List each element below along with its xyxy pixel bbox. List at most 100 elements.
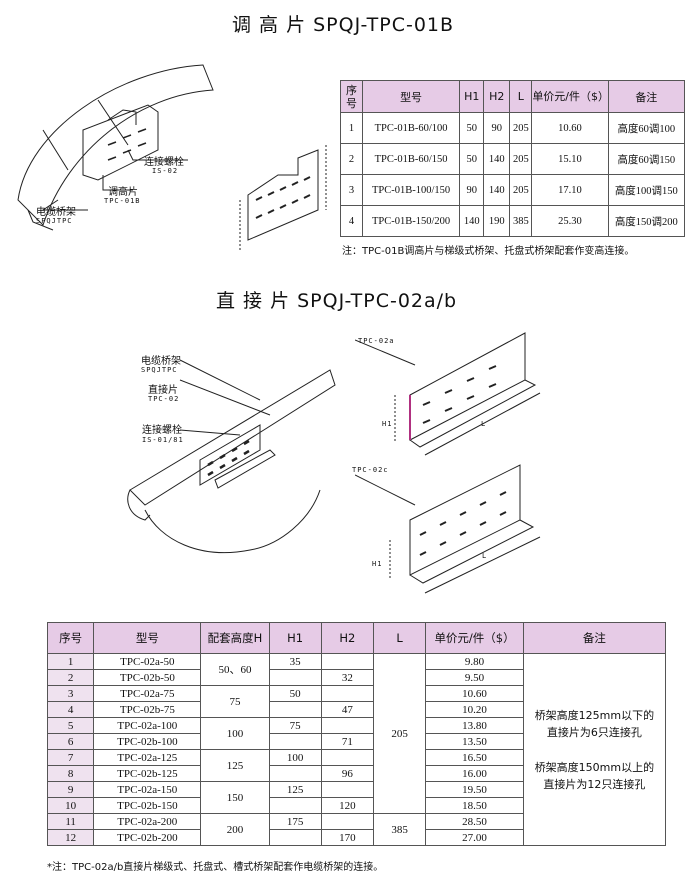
cell-no: 5 [46,717,95,734]
l-dim-label-2: L [482,552,488,560]
col-l: L [509,80,533,113]
cell-no: 1 [46,653,95,670]
cell-height: 75 [200,685,270,718]
cell-height: 100 [200,717,270,750]
h1-dim-label: H1 [382,420,393,428]
cell-height: 125 [200,749,270,782]
cell-h1: 50 [459,143,485,175]
col-h1: H1 [268,622,322,654]
section1-title: 调 高 片 SPQJ-TPC-01B [232,14,455,36]
cell-l: 385 [509,205,533,237]
cell-price: 18.50 [425,797,524,814]
cell-no: 7 [46,749,95,766]
table-row: 12 TPC-02b-200 170 27.00 [46,829,666,846]
tray-label-2: 电缆桥架 [141,356,181,367]
cell-remark: 高度150调200 [607,205,686,237]
col-l: L [373,622,427,654]
col-price: 单价元/件（$） [425,622,524,654]
tpc01b-assembly-drawing [17,64,327,250]
cell-h2: 96 [320,765,375,782]
cell-h2 [320,685,375,702]
cell-l: 385 [373,813,427,846]
table-row: 8 TPC-02b-125 96 16.00 [46,765,666,782]
section1-note: 注：TPC-01B调高片与梯级式桥架、托盘式桥架配套作变高连接。 [342,246,635,257]
cell-price: 16.50 [425,749,524,766]
piece-label: 调高片 [108,187,138,198]
cell-no: 6 [46,733,95,750]
cell-remark: 高度60调150 [607,143,686,175]
cell-price: 17.10 [531,174,609,206]
cell-h1 [268,733,322,750]
table-row: 4 TPC-02b-75 47 10.20 [46,701,666,718]
cell-no: 12 [46,829,95,846]
bolt-label: 连接螺栓 [144,157,184,168]
cell-price: 10.60 [425,685,524,702]
cell-no: 9 [46,781,95,798]
col-remark: 备注 [522,622,667,654]
col-model: 型号 [93,622,202,654]
cell-h1: 50 [459,112,485,144]
table-row: 9 TPC-02a-150 150 125 19.50 [46,781,666,814]
tray-label: 电缆桥架 [36,207,76,218]
cell-height: 150 [200,781,270,814]
cell-no: 3 [46,685,95,702]
cell-model: TPC-02b-150 [93,797,202,814]
cell-h1: 140 [459,205,485,237]
table-row: 1 TPC-02a-50 50、60 35 205 9.80 桥架高度125mm… [46,653,667,846]
tray-code-2: SPQJTPC [141,366,178,374]
cell-h2: 170 [320,829,375,846]
cell-h2: 71 [320,733,375,750]
col-model: 型号 [361,80,461,113]
cell-price: 16.00 [425,765,524,782]
cell-no: 10 [46,797,95,814]
cell-price: 25.30 [531,205,609,237]
col-price: 单价元/件（$） [531,80,609,113]
cell-price: 9.50 [425,669,524,686]
cell-h2: 140 [483,174,511,206]
part-c-label: TPC-02c [352,466,389,474]
cell-price: 9.80 [425,653,524,670]
cell-model: TPC-02b-50 [93,669,202,686]
remark-12-holes: 桥架高度150mm以上的直接片为12只连接孔 [534,760,655,791]
cell-model: TPC-02a-75 [93,685,202,702]
cell-model: TPC-02a-125 [93,749,202,766]
cell-price: 10.20 [425,701,524,718]
cell-l: 205 [373,653,427,814]
table-row: 6 TPC-02b-100 71 13.50 [46,733,666,750]
cell-remark: 高度100调150 [607,174,686,206]
cell-no: 3 [340,174,363,206]
col-no: 序号 [340,80,363,113]
cell-price: 19.50 [425,781,524,798]
piece-code: TPC-01B [104,197,141,205]
cell-l: 205 [509,174,533,206]
tray-code: SPQJTPC [36,217,73,225]
cell-model: TPC-02b-200 [93,829,202,846]
col-remark: 备注 [607,80,686,113]
cell-no: 4 [340,205,363,237]
cell-h2: 190 [483,205,511,237]
l-dim-label: L [481,420,487,428]
tpc02-price-table: 序号 型号 配套高度H H1 H2 L 单价元/件（$） 备注 1 TPC-02… [46,622,667,846]
cell-h2: 120 [320,797,375,814]
cell-model: TPC-01B-60/150 [361,143,461,175]
cell-h1: 35 [268,653,322,670]
col-h2: H2 [320,622,375,654]
piece-label-2: 直接片 [148,385,178,396]
cell-height: 200 [200,813,270,846]
cell-h2 [320,781,375,798]
cell-h1: 50 [268,685,322,702]
col-h1: H1 [459,80,485,113]
cell-model: TPC-02b-75 [93,701,202,718]
section2-note: *注：TPC-02a/b直接片梯级式、托盘式、槽式桥架配套作电缆桥架的连接。 [47,862,384,873]
cell-price: 28.50 [425,813,524,830]
tpc02-assembly-drawing [127,359,336,554]
cell-no: 2 [340,143,363,175]
cell-model: TPC-02a-50 [93,653,202,670]
cell-h1 [268,829,322,846]
cell-price: 13.80 [425,717,524,734]
cell-h2 [320,653,375,670]
